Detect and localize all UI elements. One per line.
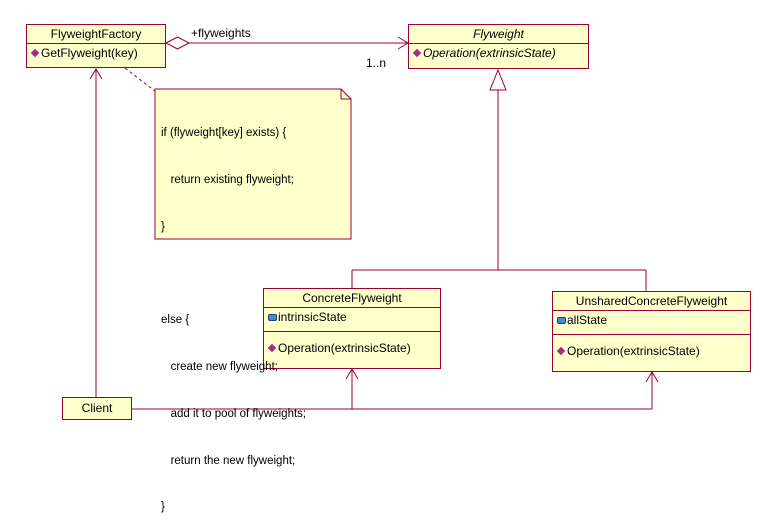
operation-icon <box>30 49 40 58</box>
operations-compartment: Operation(extrinsicState) <box>264 332 440 358</box>
class-unshared-concrete-flyweight[interactable]: UnsharedConcreteFlyweight allState Opera… <box>552 291 751 372</box>
attribute: intrinsicState <box>268 309 438 325</box>
class-name: FlyweightFactory <box>27 25 165 44</box>
association-role-label: +flyweights <box>191 26 251 40</box>
attribute: allState <box>557 312 748 328</box>
note-line: return existing flyweight; <box>161 173 294 186</box>
operations-compartment: Operation(extrinsicState) <box>409 44 588 63</box>
operation-label: Operation(extrinsicState) <box>278 341 411 355</box>
operation-icon <box>412 49 422 58</box>
generalization-tree <box>351 68 647 291</box>
note-line: else { <box>161 314 190 327</box>
operation: GetFlyweight(key) <box>30 45 163 61</box>
operation: Operation(extrinsicState) <box>267 340 438 356</box>
aggregation-factory-flyweight <box>164 36 409 50</box>
note-line: add it to pool of flyweights; <box>161 407 307 420</box>
note-line <box>161 267 306 283</box>
note-shape <box>154 88 352 240</box>
operation-label: Operation(extrinsicState) <box>567 344 700 358</box>
class-concrete-flyweight[interactable]: ConcreteFlyweight intrinsicState Operati… <box>263 288 441 369</box>
operation: Operation(extrinsicState) <box>556 343 748 359</box>
class-client[interactable]: Client <box>62 397 132 420</box>
note-text: if (flyweight[key] exists) { return exis… <box>161 95 306 532</box>
dependency-client-factory <box>89 68 103 397</box>
class-name: Flyweight <box>409 25 588 44</box>
association-multiplicity-label: 1..n <box>366 56 387 70</box>
diagram-connectors <box>89 36 659 410</box>
attributes-compartment: allState <box>553 311 750 335</box>
attribute-label: allState <box>567 313 608 327</box>
attribute-icon <box>557 316 566 324</box>
note-line: create new flyweight; <box>161 361 278 374</box>
note-line: } <box>161 501 165 514</box>
class-flyweight[interactable]: Flyweight Operation(extrinsicState) <box>408 24 589 69</box>
operations-compartment: GetFlyweight(key) <box>27 44 165 63</box>
dependency-client-concretes <box>132 368 659 410</box>
note-line: } <box>161 220 165 233</box>
class-name: ConcreteFlyweight <box>264 289 440 308</box>
note-anchor-line <box>124 67 161 96</box>
attribute-label: intrinsicState <box>278 310 347 324</box>
class-flyweight-factory[interactable]: FlyweightFactory GetFlyweight(key) <box>26 24 166 68</box>
note-line: return the new flyweight; <box>161 454 296 467</box>
operation: Operation(extrinsicState) <box>412 45 586 61</box>
operation-icon <box>556 347 566 356</box>
note-line: if (flyweight[key] exists) { <box>161 127 287 140</box>
operation-label: Operation(extrinsicState) <box>423 46 556 60</box>
attributes-compartment: intrinsicState <box>264 308 440 332</box>
attribute-icon <box>268 313 277 321</box>
operations-compartment: Operation(extrinsicState) <box>553 335 750 361</box>
class-name: UnsharedConcreteFlyweight <box>553 292 750 311</box>
operation-label: GetFlyweight(key) <box>41 46 138 60</box>
